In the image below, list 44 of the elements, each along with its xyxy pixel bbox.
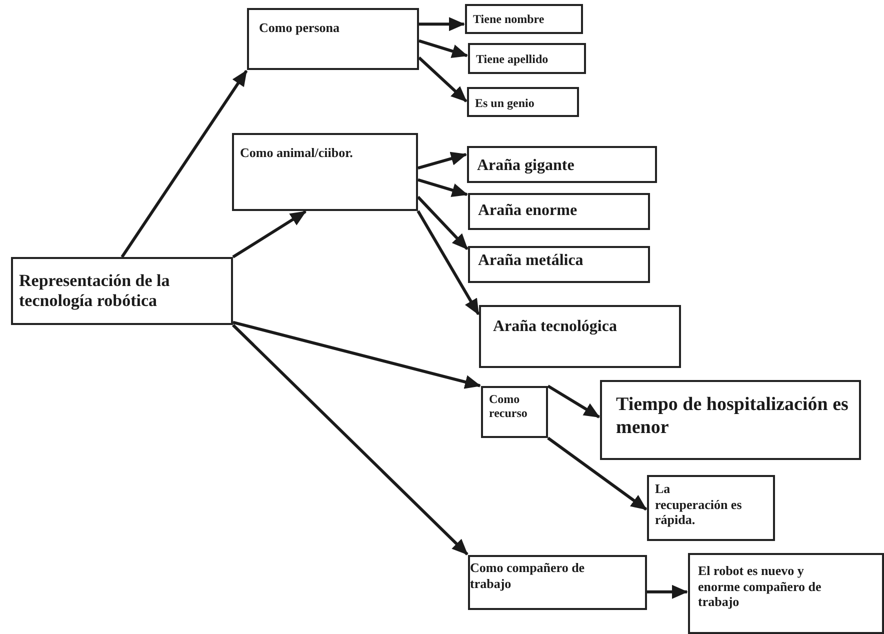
arrow [418,56,468,102]
concept-box [11,257,233,325]
arrow [547,384,600,418]
node-label: Tiene apellido [476,52,550,66]
node-label: Como persona [259,20,341,36]
arrow [416,196,468,250]
concept-box [688,553,884,634]
concept-box [479,305,681,368]
node-label: Es un genio [475,96,536,110]
arrow [547,436,648,511]
node-label: Araña enorme [478,201,578,220]
concept-box [481,386,548,438]
node-label: Araña metálica [478,251,584,270]
concept-box [647,475,775,541]
node-label: Como compañero de trabajo [470,560,586,592]
node-label: Como animal/ciibor. [240,145,354,161]
concept-box [468,43,586,74]
concept-box [467,87,579,117]
concept-box [600,380,861,460]
arrow [418,39,468,58]
node-label: El robot es nuevo y enorme compañero de trabajo [698,563,822,610]
arrow [120,70,248,258]
concept-box [247,8,419,70]
arrow [647,584,688,599]
node-label: Tiene nombre [473,12,546,26]
node-label: Tiempo de hospitalización es menor [616,394,850,440]
arrow [232,324,468,556]
arrow [232,320,481,389]
arrow [232,210,306,258]
concept-box [468,555,647,610]
node-label: La recuperación es rápida. [655,481,743,528]
concept-box [465,4,583,34]
arrow [418,178,468,197]
concept-box [467,146,657,183]
node-label: Araña tecnológica [493,317,618,336]
arrow [416,210,480,316]
arrow [418,152,467,170]
concept-box [232,133,418,211]
node-label: Representación de la tecnología robótica [19,271,171,312]
node-label: Araña gigante [477,156,576,176]
node-label: Como recurso [489,392,528,421]
arrow [419,17,465,32]
concept-box [468,193,650,230]
concept-box [468,246,650,283]
